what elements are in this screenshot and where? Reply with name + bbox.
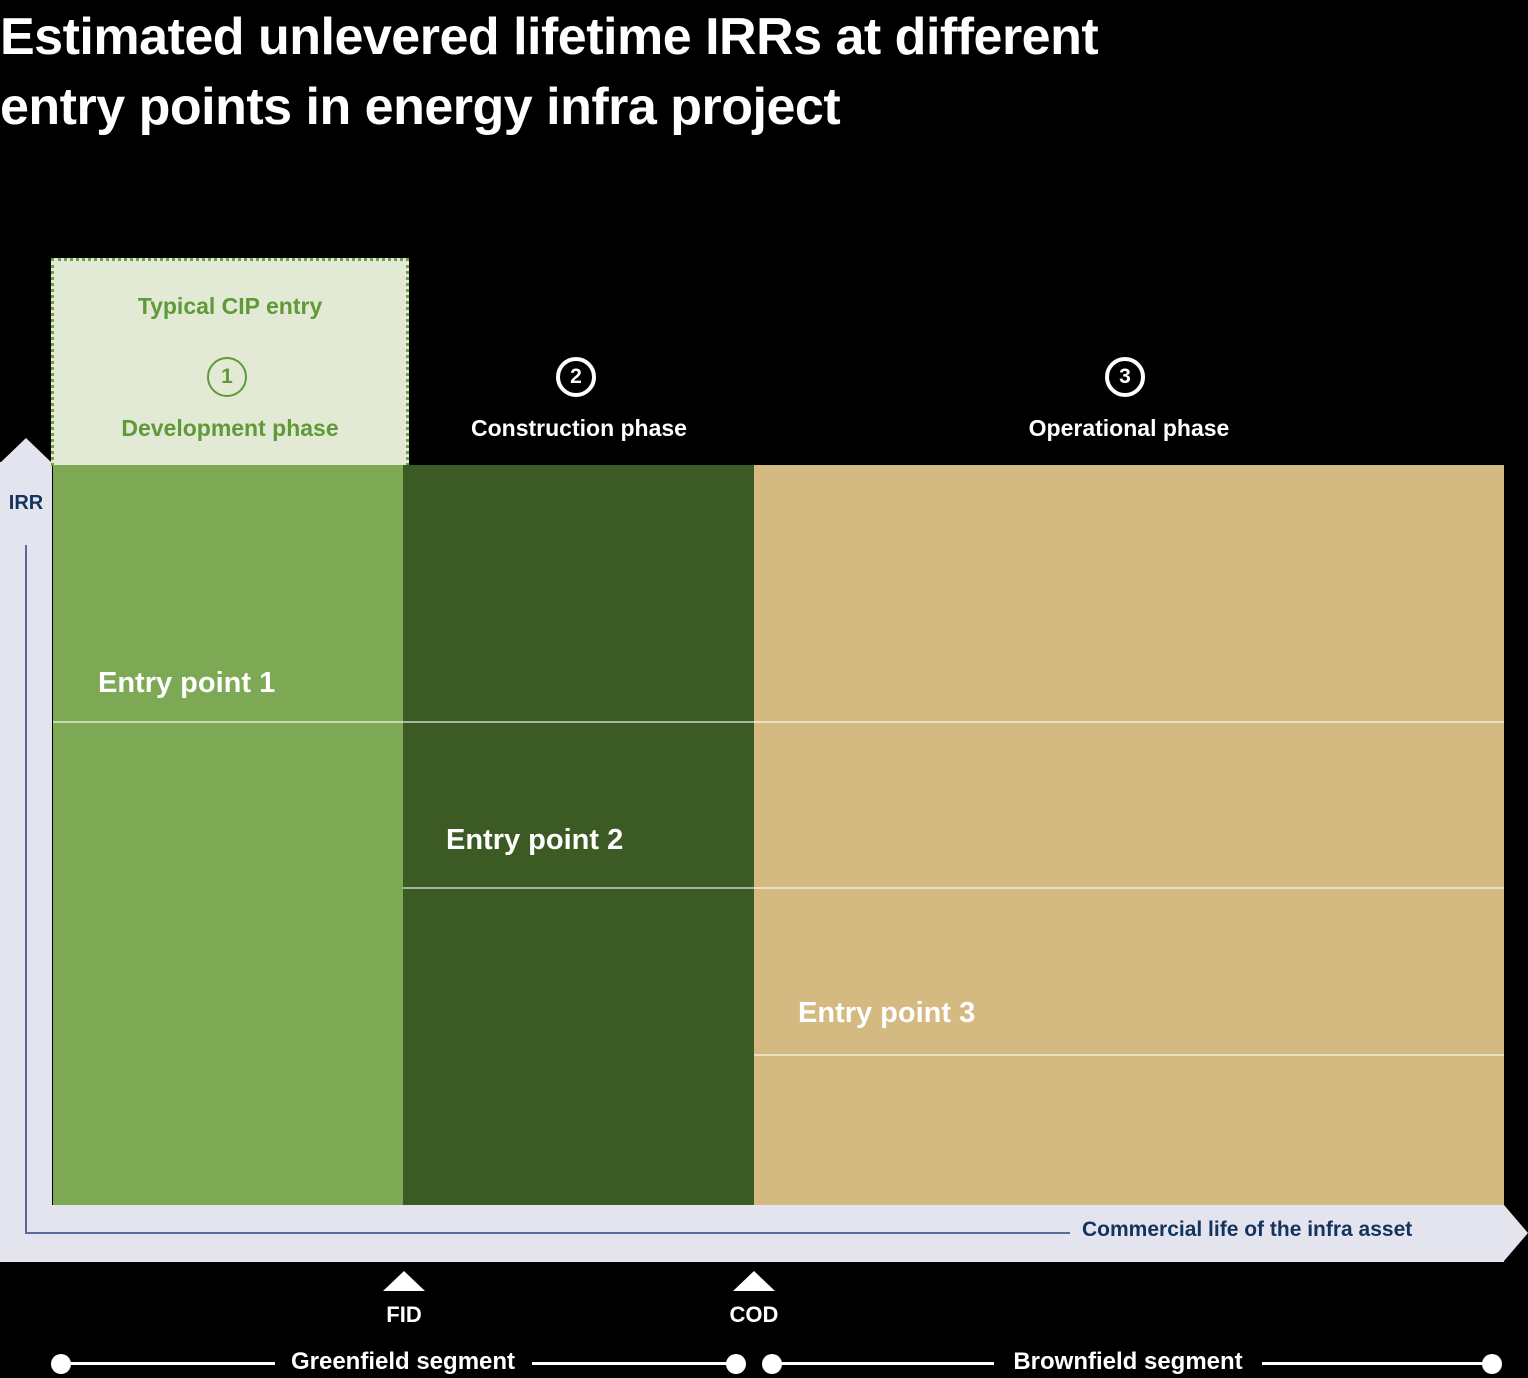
x-axis-label: Commercial life of the infra asset	[1082, 1218, 1413, 1241]
irr-level-line-entry-1	[53, 721, 1504, 723]
chart-title: Estimated unlevered lifetime IRRs at dif…	[0, 2, 1400, 142]
fid-marker-icon	[383, 1271, 425, 1291]
chart-title-line-1: Estimated unlevered lifetime IRRs at dif…	[0, 8, 1099, 66]
irr-level-line-entry-2	[403, 887, 1504, 889]
x-axis-line	[25, 1232, 1070, 1234]
y-axis-arrowhead-icon	[0, 438, 52, 463]
x-axis-arrowhead-icon	[1504, 1205, 1528, 1261]
phase-2-number-badge: 2	[556, 357, 596, 397]
chart-title-line-2: entry points in energy infra project	[0, 78, 841, 136]
brownfield-line-right	[1262, 1362, 1492, 1365]
fid-label: FID	[386, 1302, 422, 1327]
greenfield-segment-label: Greenfield segment	[290, 1348, 516, 1375]
brownfield-segment-label: Brownfield segment	[1013, 1348, 1243, 1375]
brownfield-end-dot-icon	[1482, 1354, 1502, 1374]
operational-phase-block	[754, 465, 1504, 1205]
greenfield-end-dot-icon	[726, 1354, 746, 1374]
development-phase-block	[53, 465, 403, 1205]
irr-level-line-entry-3	[754, 1054, 1504, 1056]
entry-point-3-label: Entry point 3	[798, 997, 976, 1029]
phase-3-number-badge: 3	[1105, 357, 1145, 397]
cod-label: COD	[729, 1302, 779, 1327]
greenfield-line-right	[532, 1362, 736, 1365]
brownfield-line-left	[772, 1362, 994, 1365]
phase-1-number-badge: 1	[207, 357, 247, 397]
greenfield-line-left	[61, 1362, 275, 1365]
entry-point-2-label: Entry point 2	[446, 824, 624, 856]
phase-1-label: Development phase	[121, 415, 339, 441]
phase-3-label: Operational phase	[1028, 415, 1230, 441]
phase-2-label: Construction phase	[471, 415, 687, 441]
entry-point-1-label: Entry point 1	[98, 667, 276, 699]
cod-marker-icon	[733, 1271, 775, 1291]
cip-entry-title: Typical CIP entry	[137, 293, 323, 319]
y-axis-label: IRR	[8, 492, 44, 514]
y-axis-line	[25, 545, 27, 1234]
construction-phase-block	[403, 465, 754, 1205]
